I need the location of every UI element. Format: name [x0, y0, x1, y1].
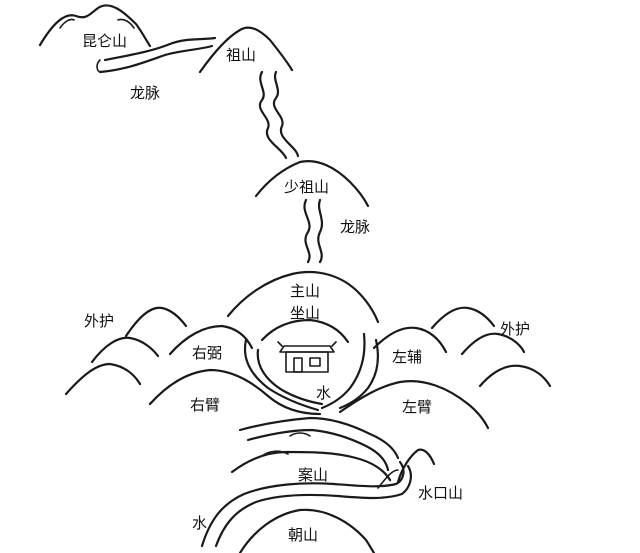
- label-shaozushan: 少祖山: [284, 178, 329, 196]
- label-longmai-top: 龙脉: [130, 84, 160, 102]
- label-zushan: 祖山: [226, 46, 256, 64]
- label-shui-center: 水: [316, 384, 331, 402]
- table-mountain: [230, 450, 392, 482]
- label-waihu-left: 外护: [84, 312, 114, 330]
- left-assist-hill: [372, 326, 448, 354]
- label-zuobi: 左臂: [402, 398, 432, 416]
- lower-water-channel: [200, 460, 412, 548]
- right-assist-hill: [168, 324, 254, 356]
- label-longmai-mid: 龙脉: [340, 218, 370, 236]
- facing-mountain: [238, 508, 376, 553]
- shaozu-mountain: [254, 160, 370, 208]
- main-mountain: [226, 270, 380, 324]
- water-gate-mountain: [377, 448, 436, 489]
- left-arm-ridge: [338, 380, 490, 430]
- house-icon: [277, 341, 337, 373]
- seat-mountain: [260, 318, 350, 344]
- vein-squiggle-upper: [259, 70, 300, 160]
- outer-guard-right-hills: [430, 306, 552, 388]
- zu-mountain: [198, 26, 294, 74]
- right-arm-ridge: [148, 368, 322, 416]
- label-anshan: 案山: [298, 466, 328, 484]
- kunlun-mountain: [38, 4, 152, 48]
- label-waihu-right: 外护: [500, 320, 530, 338]
- label-shui-left: 水: [192, 514, 207, 532]
- label-youbi-arm: 右臂: [190, 396, 220, 414]
- label-zuofu: 左辅: [392, 348, 422, 366]
- confluence-water: [238, 416, 400, 472]
- dragon-vein-ribbon: [96, 36, 217, 74]
- label-youbi-weak: 右弼: [192, 344, 222, 362]
- outer-guard-left-hills: [64, 306, 188, 396]
- label-chaoshan: 朝山: [288, 526, 318, 544]
- label-zhushan: 主山: [290, 282, 320, 300]
- label-zuoshan: 坐山: [290, 304, 320, 322]
- inner-water-streams: [243, 332, 379, 412]
- label-kunlun: 昆仑山: [82, 32, 127, 50]
- label-shuikoushan: 水口山: [418, 484, 463, 502]
- vein-squiggle-lower: [303, 198, 324, 264]
